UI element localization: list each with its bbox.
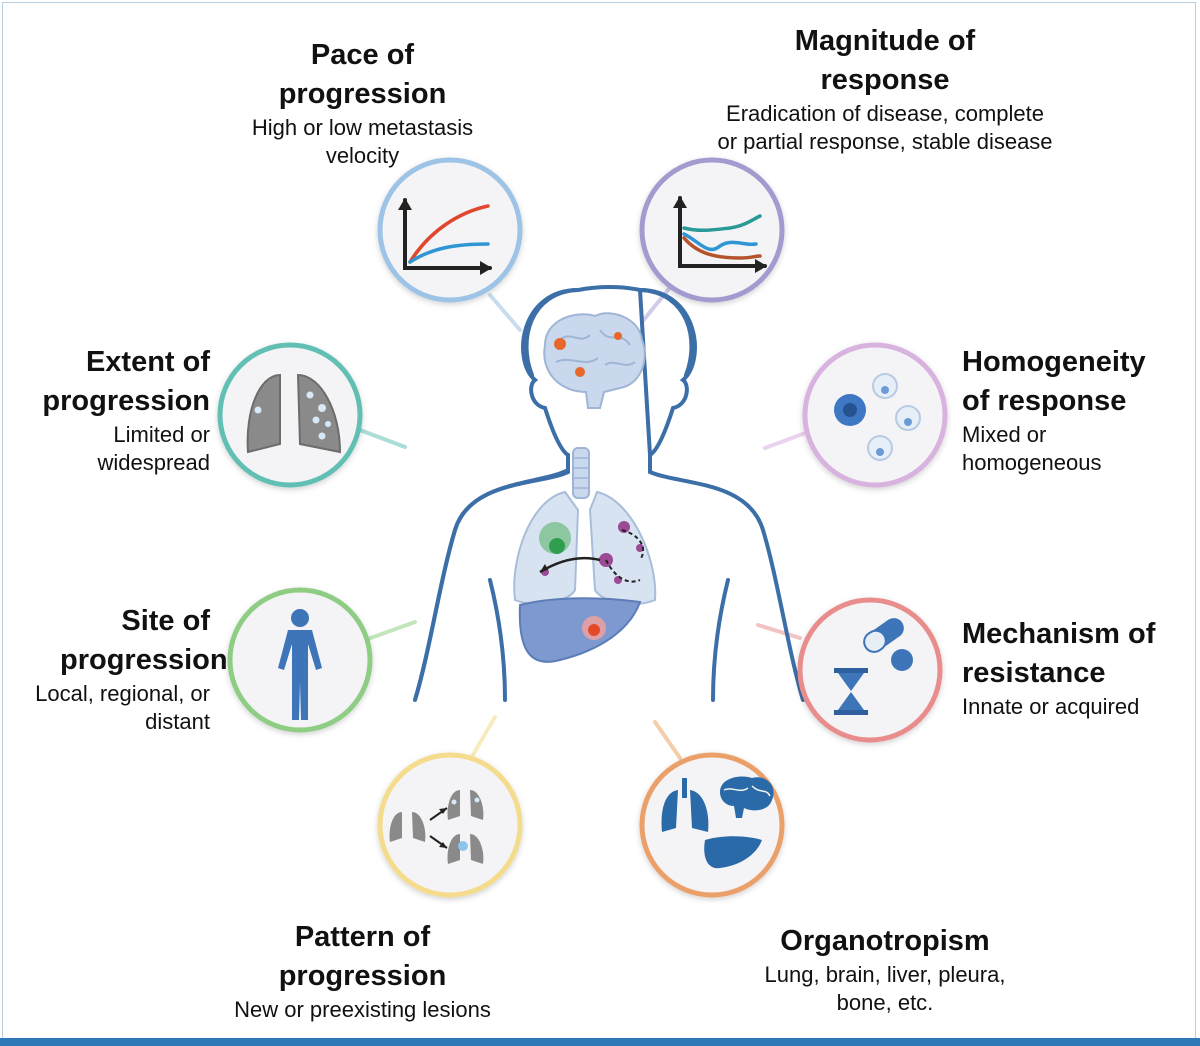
magnitude-chart-icon (673, 196, 767, 273)
bottom-accent-bar (0, 1038, 1200, 1046)
site-title: Site of progression (60, 605, 228, 676)
pattern-description: New or preexisting lesions (234, 997, 491, 1022)
mechanism-circle-icon (797, 597, 943, 743)
site-description: Local, regional, or distant (35, 681, 210, 734)
connector-lines (358, 283, 810, 762)
human-body-silhouette (413, 285, 805, 702)
site-person-icon (278, 609, 322, 720)
extent-circle-icon (217, 342, 363, 488)
mechanism-description: Innate or acquired (962, 694, 1140, 719)
pace-label: Pace of progression High or low metastas… (220, 36, 505, 170)
mechanism-pill-hourglass-icon (834, 618, 913, 715)
homogeneity-title: Homogeneity of response (962, 346, 1146, 417)
magnitude-title: Magnitude of response (794, 25, 976, 96)
pace-description: High or low metastasis velocity (251, 115, 474, 168)
lungs-illustration (513, 490, 657, 606)
homogeneity-circle-icon (802, 342, 948, 488)
extent-label: Extent of progression Limited or widespr… (30, 343, 210, 477)
extent-title: Extent of progression (42, 346, 210, 417)
homogeneity-description: Mixed or homogeneous (962, 422, 1102, 475)
homogeneity-label: Homogeneity of response Mixed or homogen… (962, 343, 1177, 477)
liver-illustration (518, 597, 642, 663)
organotropism-organs-icon (661, 776, 774, 869)
extent-description: Limited or widespread (97, 422, 210, 475)
mechanism-label: Mechanism of resistance Innate or acquir… (962, 615, 1187, 721)
site-label: Site of progression Local, regional, or … (20, 602, 228, 736)
pattern-title: Pattern of progression (278, 921, 447, 992)
organotropism-description: Lung, brain, liver, pleura, bone, etc. (764, 962, 1006, 1015)
trachea-illustration (572, 447, 590, 499)
homogeneity-cells-icon (834, 373, 921, 461)
pattern-lungs-icon (389, 790, 484, 864)
organotropism-label: Organotropism Lung, brain, liver, pleura… (735, 922, 1035, 1017)
pace-chart-icon (398, 198, 492, 275)
magnitude-label: Magnitude of response Eradication of dis… (715, 22, 1055, 156)
pace-title: Pace of progression (278, 39, 447, 110)
magnitude-description: Eradication of disease, complete or part… (717, 101, 1053, 154)
pattern-circle-icon (377, 752, 523, 898)
mechanism-title: Mechanism of resistance (962, 618, 1156, 689)
extent-lungs-icon (246, 373, 342, 454)
pace-circle-icon (377, 157, 523, 303)
pattern-label: Pattern of progression New or preexistin… (205, 918, 520, 1024)
brain-illustration (543, 312, 646, 409)
organotropism-title: Organotropism (780, 925, 990, 957)
